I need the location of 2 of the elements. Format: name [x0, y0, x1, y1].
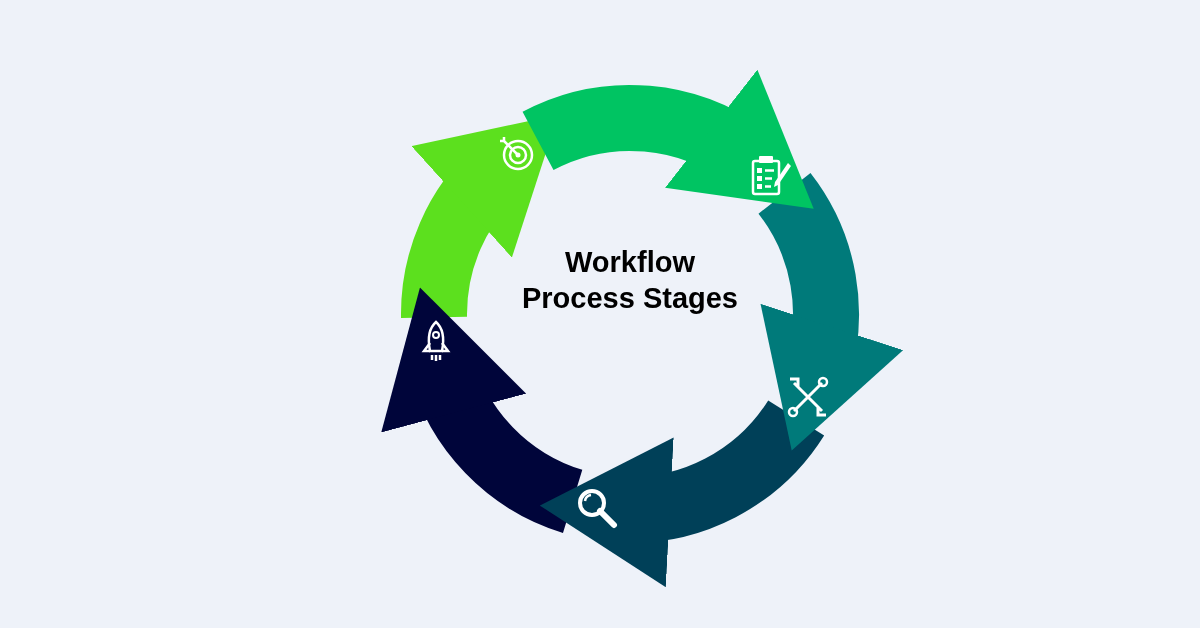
- tools-icon: [785, 374, 830, 419]
- diagram-title: Workflow Process Stages: [521, 245, 739, 316]
